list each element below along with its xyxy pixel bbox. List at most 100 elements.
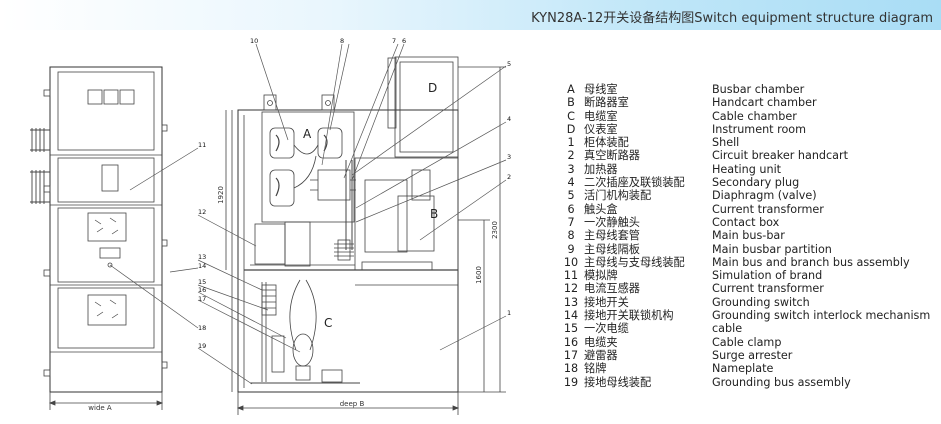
callout-7: 7 — [392, 37, 396, 45]
callout-19: 19 — [198, 342, 206, 350]
legend-chinese-label: 模拟牌 — [584, 269, 618, 283]
legend-english-label: Main busbar partition — [712, 242, 832, 256]
legend-row: 4 二次插座及联锁装配 Secondary plug — [562, 176, 937, 189]
legend-row: 2 真空断路器 Circuit breaker handcart — [562, 149, 937, 162]
callout-9-8: 8 — [340, 37, 344, 45]
legend-english-label: Current transformer — [712, 282, 824, 296]
legend-code: 9 — [567, 242, 575, 256]
legend-english-label: Circuit breaker handcart — [712, 149, 849, 163]
callout-numbers: 10 8 7 6 5 4 3 2 1 11 12 13 14 15 16 17 … — [198, 37, 511, 350]
legend-english-label: cable — [712, 322, 743, 336]
legend-row: D 仪表室 Instrument room — [562, 123, 937, 136]
legend-code: 1 — [567, 136, 575, 150]
legend-english-label: Simulation of brand — [712, 269, 823, 283]
height-dimension-1920: 1920 — [217, 186, 225, 204]
callout-4: 4 — [507, 115, 511, 123]
legend-code: 17 — [563, 348, 579, 362]
legend-chinese-label: 活门机构装配 — [584, 189, 652, 203]
legend-chinese-label: 主母线与支母线装配 — [584, 255, 685, 269]
callout-18: 18 — [198, 324, 206, 332]
height-dimension-1600: 1600 — [475, 266, 483, 284]
callout-17: 17 — [198, 295, 206, 303]
height-dimension-2300: 2300 — [491, 221, 499, 239]
legend-chinese-label: 真空断路器 — [584, 149, 640, 163]
legend-chinese-label: 触头盒 — [584, 202, 618, 216]
legend-chinese-label: 加热器 — [584, 162, 618, 176]
legend-chinese-label: 主母线套管 — [584, 229, 640, 243]
section-view: deep B 1920 2300 1600 — [217, 56, 506, 415]
legend-row: 6 触头盒 Current transformer — [562, 203, 937, 216]
legend-code: 11 — [563, 269, 579, 283]
compartment-label-d: D — [428, 81, 437, 95]
legend-row: 11 模拟牌 Simulation of brand — [562, 269, 937, 282]
legend-code: 19 — [563, 375, 579, 389]
callout-11: 11 — [198, 141, 206, 149]
compartment-label-b: B — [430, 207, 438, 221]
legend-row: A 母线室 Busbar chamber — [562, 83, 937, 96]
callout-14: 14 — [198, 262, 206, 270]
page-title: KYN28A-12开关设备结构图Switch equipment structu… — [531, 11, 933, 26]
callout-leaders — [109, 43, 507, 385]
legend-english-label: Nameplate — [712, 362, 774, 376]
callout-10: 10 — [250, 37, 258, 45]
legend-code: 2 — [567, 149, 575, 163]
legend-code: 4 — [567, 176, 575, 190]
legend-chinese-label: 铭牌 — [584, 362, 607, 376]
legend-chinese-label: 接地开关 — [584, 295, 629, 309]
callout-1: 1 — [507, 309, 511, 317]
legend-chinese-label: 主母线隔板 — [584, 242, 640, 256]
legend-chinese-label: 一次电缆 — [584, 322, 629, 336]
legend-row: 12 电流互感器 Current transformer — [562, 282, 937, 295]
legend-code: B — [567, 96, 575, 110]
legend-code: D — [566, 122, 576, 136]
legend-code: 8 — [567, 229, 575, 243]
legend-code: 16 — [563, 335, 579, 349]
legend-english-label: Shell — [712, 136, 740, 150]
legend-chinese-label: 电流互感器 — [584, 282, 640, 296]
legend-english-label: Instrument room — [712, 122, 807, 136]
legend-english-label: Heating unit — [712, 162, 782, 176]
legend-english-label: Surge arrester — [712, 348, 793, 362]
legend-code: 12 — [563, 282, 579, 296]
legend-english-label: Handcart chamber — [712, 96, 817, 110]
front-view: wide A — [30, 66, 168, 412]
legend-code: 10 — [563, 255, 579, 269]
callout-2: 2 — [507, 173, 511, 181]
legend-english-label: Busbar chamber — [712, 83, 805, 96]
legend-chinese-label: 断路器室 — [584, 96, 629, 110]
legend-row: 3 加热器 Heating unit — [562, 163, 937, 176]
legend-chinese-label: 二次插座及联锁装配 — [584, 176, 685, 190]
callout-6: 6 — [402, 37, 406, 45]
legend-chinese-label: 柜体装配 — [584, 136, 629, 150]
callout-13: 13 — [198, 253, 206, 261]
legend-english-label: Cable clamp — [712, 335, 782, 349]
header-banner: KYN28A-12开关设备结构图Switch equipment structu… — [0, 0, 941, 30]
legend-english-label: Main bus and branch bus assembly — [712, 255, 910, 269]
legend-chinese-label: 母线室 — [584, 83, 618, 96]
legend-english-label: Current transformer — [712, 202, 824, 216]
legend-row: 10 主母线与支母线装配 Main bus and branch bus assem… — [562, 256, 937, 269]
legend-chinese-label: 仪表室 — [584, 122, 618, 136]
legend-english-label: Secondary plug — [712, 176, 800, 190]
legend-code: 14 — [563, 309, 579, 323]
legend-code: 6 — [567, 202, 575, 216]
legend-code: 3 — [567, 162, 575, 176]
legend-chinese-label: 接地开关联锁机构 — [584, 309, 674, 323]
legend-chinese-label: 电缆室 — [584, 109, 618, 123]
legend-code: A — [567, 83, 575, 96]
legend-english-label: Grounding bus assembly — [712, 375, 851, 389]
callout-3: 3 — [507, 153, 511, 161]
width-dimension-label: wide A — [88, 404, 112, 412]
legend-row: 9 主母线隔板 Main busbar partition — [562, 243, 937, 256]
legend-english-label: Diaphragm (valve) — [712, 189, 817, 203]
legend-chinese-label: 一次静触头 — [584, 215, 640, 229]
compartment-label-c: C — [324, 316, 332, 330]
